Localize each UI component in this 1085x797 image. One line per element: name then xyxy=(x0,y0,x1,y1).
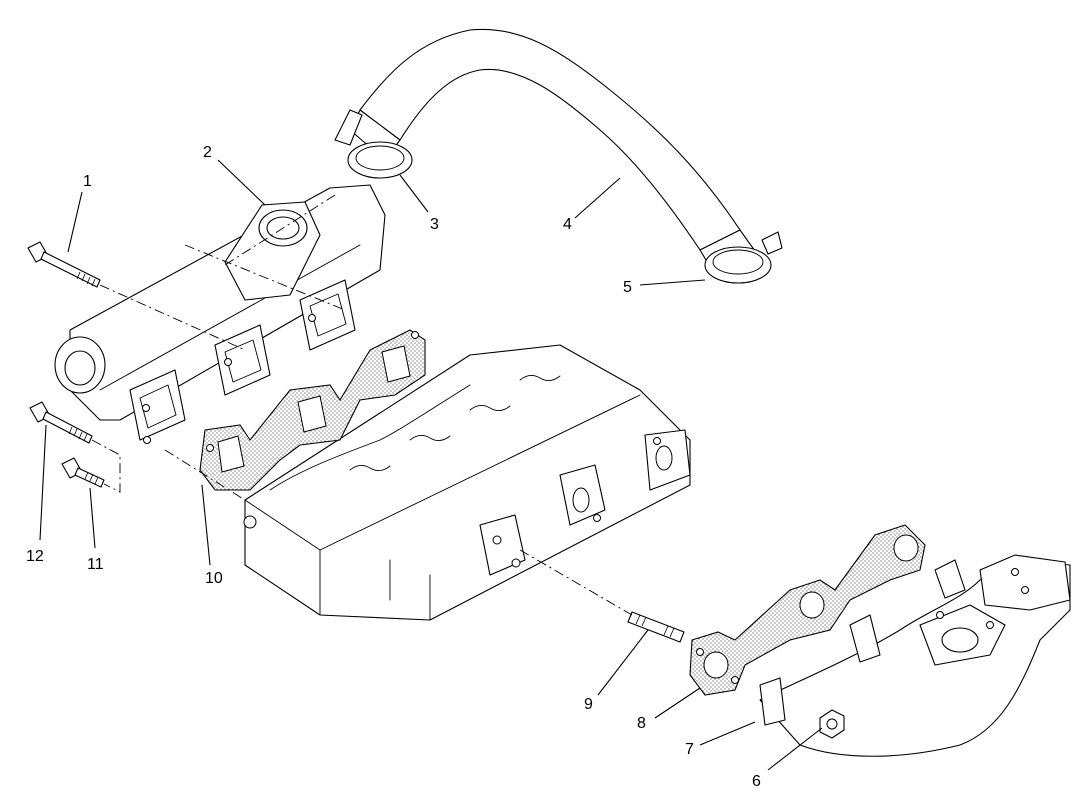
callout-8: 8 xyxy=(637,715,646,732)
hose-clamp-lower xyxy=(704,231,783,284)
callout-3: 3 xyxy=(430,216,439,233)
callout-1: 1 xyxy=(83,173,92,190)
callout-12: 12 xyxy=(26,548,44,565)
bolt-12 xyxy=(29,401,93,444)
leader-lines xyxy=(39,159,823,771)
stud-9 xyxy=(627,611,685,643)
manifold-gasket-upper xyxy=(199,329,426,491)
hose-clamp-upper xyxy=(334,109,413,179)
callout-4: 4 xyxy=(563,216,572,233)
callout-2: 2 xyxy=(203,144,212,161)
callout-11: 11 xyxy=(87,556,104,573)
callout-6: 6 xyxy=(752,773,761,790)
alignment-lines xyxy=(91,194,633,616)
bolt-1 xyxy=(27,241,101,288)
outlet-hose xyxy=(349,28,761,276)
exhaust-manifold xyxy=(759,554,1071,757)
nut-6 xyxy=(819,709,845,739)
cylinder-head xyxy=(243,344,691,621)
callout-9: 9 xyxy=(584,696,593,713)
bolt-11 xyxy=(61,457,105,488)
callout-7: 7 xyxy=(685,741,694,758)
callout-labels: 1 2 3 4 5 6 7 8 9 10 11 12 xyxy=(26,144,761,790)
callout-5: 5 xyxy=(623,279,632,296)
exhaust-gasket-lower xyxy=(689,524,926,696)
callout-10: 10 xyxy=(205,570,223,587)
water-manifold xyxy=(54,184,386,444)
